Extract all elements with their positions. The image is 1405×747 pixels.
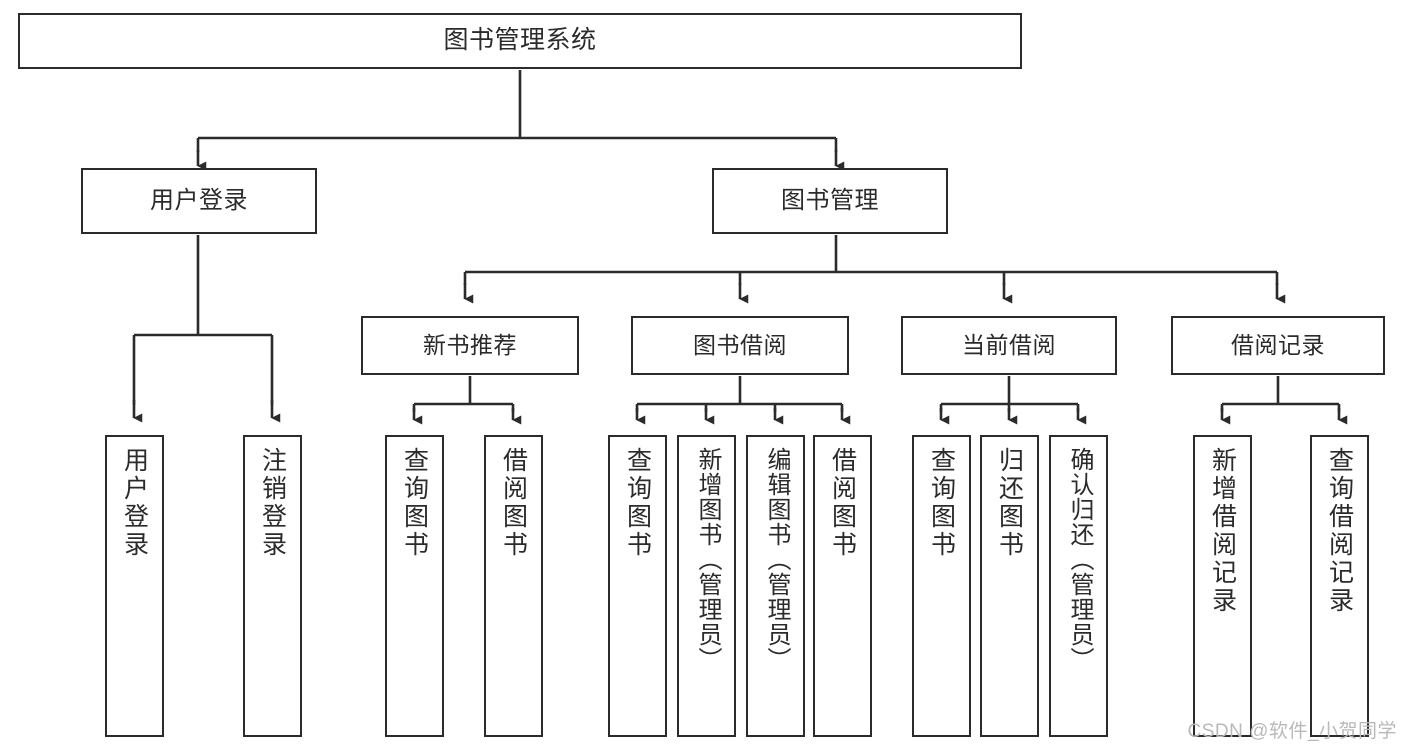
node-label: 查询图书 xyxy=(400,447,429,559)
connector-group-book-borrow xyxy=(635,376,844,412)
leaf-add-book-admin[interactable]: 新增图书（管理员） xyxy=(677,435,736,737)
node-label: 图书管理系统 xyxy=(443,26,597,55)
node-label: 确认归还（管理员） xyxy=(1065,447,1093,672)
node-new-book-recommend[interactable]: 新书推荐 xyxy=(361,316,579,375)
leaf-query-borrow-record[interactable]: 查询借阅记录 xyxy=(1310,435,1369,737)
connector-arrows-new-book-rec xyxy=(412,408,522,425)
leaf-logout-login[interactable]: 注销登录 xyxy=(243,435,302,737)
leaf-borrow-book-new-rec[interactable]: 借阅图书 xyxy=(484,435,543,737)
node-label: 编辑图书（管理员） xyxy=(762,447,790,672)
node-label: 归还图书 xyxy=(995,447,1024,559)
node-label: 查询图书 xyxy=(927,447,956,559)
connector-group-current-borrow xyxy=(939,376,1080,412)
connector-group-root xyxy=(196,70,838,152)
leaf-query-book-current[interactable]: 查询图书 xyxy=(912,435,971,737)
connector-arrows-book-borrow xyxy=(635,408,851,425)
node-label: 借阅图书 xyxy=(828,447,857,559)
leaf-confirm-return-admin[interactable]: 确认归还（管理员） xyxy=(1049,435,1108,737)
node-label: 借阅图书 xyxy=(499,447,528,559)
node-label: 查询图书 xyxy=(623,447,652,559)
node-book-manage[interactable]: 图书管理 xyxy=(712,168,948,234)
node-book-borrow[interactable]: 图书借阅 xyxy=(631,316,849,375)
node-root-book-management-system[interactable]: 图书管理系统 xyxy=(18,13,1022,69)
connector-group-borrow-record xyxy=(1220,376,1341,412)
leaf-add-borrow-record[interactable]: 新增借阅记录 xyxy=(1193,435,1252,737)
node-current-borrow[interactable]: 当前借阅 xyxy=(901,316,1117,375)
node-user-login[interactable]: 用户登录 xyxy=(81,168,317,234)
node-label: 新增图书（管理员） xyxy=(693,447,721,672)
connector-group-book-manage xyxy=(463,235,1279,285)
node-label: 注销登录 xyxy=(258,447,287,559)
node-label: 当前借阅 xyxy=(962,331,1056,358)
node-label: 图书借阅 xyxy=(693,331,787,358)
connector-arrows-current-borrow xyxy=(939,408,1087,425)
node-label: 用户登录 xyxy=(150,186,248,214)
node-label: 用户登录 xyxy=(120,447,149,559)
node-label: 新书推荐 xyxy=(423,331,517,358)
leaf-query-book-borrow[interactable]: 查询图书 xyxy=(608,435,667,737)
connector-arrows-borrow-record xyxy=(1220,408,1348,425)
leaf-query-book-new-rec[interactable]: 查询图书 xyxy=(385,435,444,737)
leaf-edit-book-admin[interactable]: 编辑图书（管理员） xyxy=(746,435,805,737)
connector-arrows-book-manage xyxy=(463,283,1286,304)
node-label: 图书管理 xyxy=(781,186,879,214)
node-borrow-record[interactable]: 借阅记录 xyxy=(1171,316,1385,375)
node-label: 新增借阅记录 xyxy=(1208,447,1237,615)
node-label: 借阅记录 xyxy=(1231,331,1325,358)
leaf-return-book[interactable]: 归还图书 xyxy=(980,435,1039,737)
connector-group-user-login xyxy=(132,235,274,405)
connector-group-new-book-rec xyxy=(412,376,515,412)
node-label: 查询借阅记录 xyxy=(1325,447,1354,615)
connector-arrows-level1 xyxy=(196,150,845,171)
leaf-user-login[interactable]: 用户登录 xyxy=(105,435,164,737)
leaf-borrow-book-borrow[interactable]: 借阅图书 xyxy=(813,435,872,737)
connector-arrows-user-login xyxy=(132,400,281,423)
